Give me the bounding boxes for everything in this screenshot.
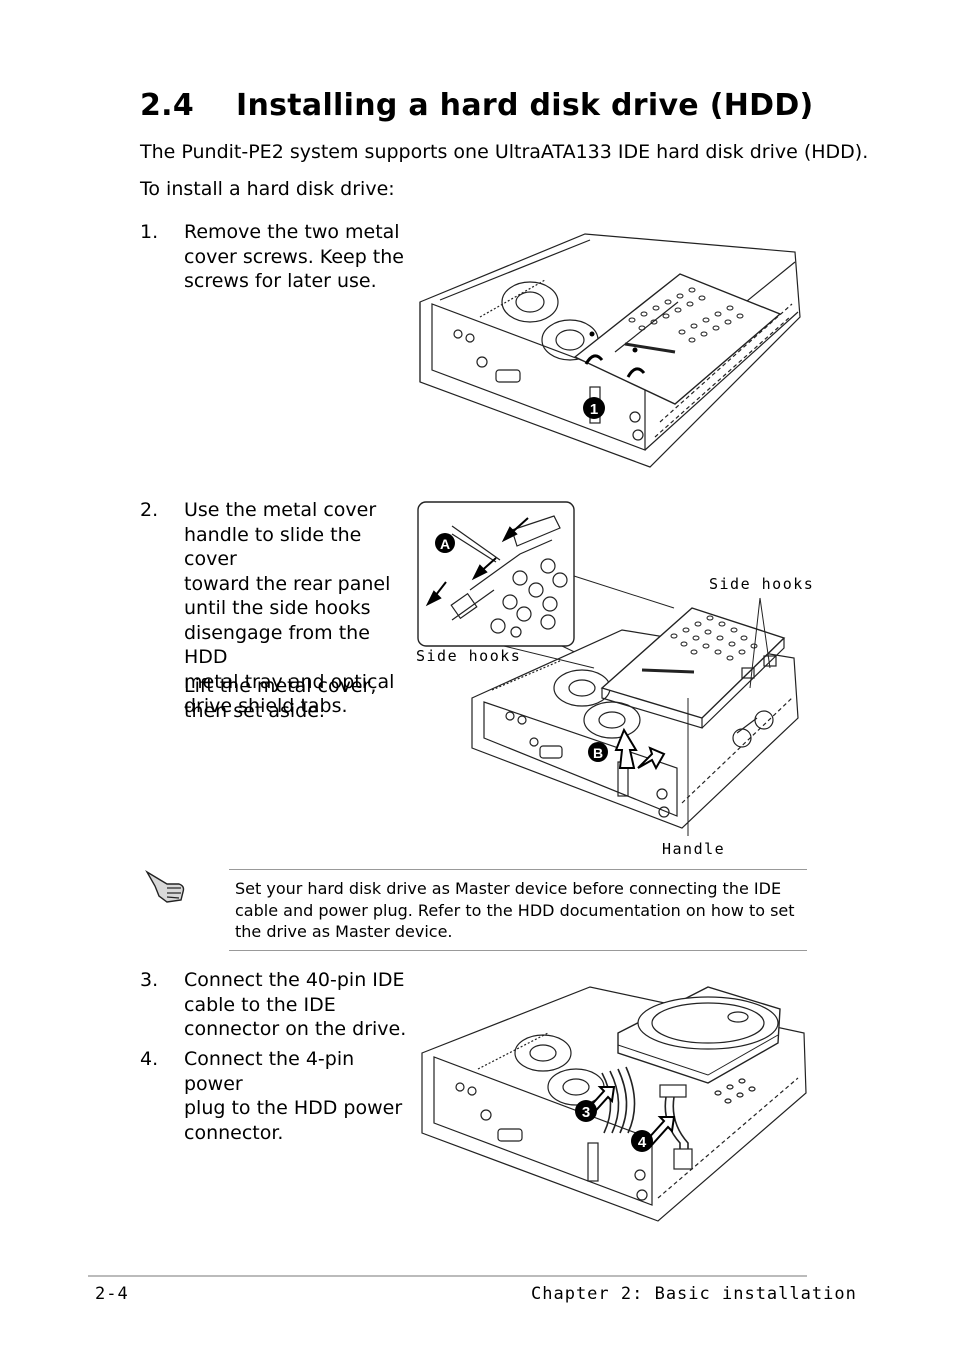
callout-1-marker: [583, 397, 605, 419]
note-bottom-rule: [229, 950, 807, 951]
callout-b-marker: [588, 742, 608, 762]
step-text: Lift the metal cover, then set aside.: [184, 675, 377, 722]
footer-page-number: 2-4: [95, 1284, 129, 1304]
step-number: 1.: [140, 221, 159, 243]
figure-remove-screws: 1: [419, 233, 801, 468]
callout-3-label: 3: [582, 1104, 590, 1121]
step-text: Remove the two metal cover screws. Keep …: [184, 221, 404, 292]
step-number: 3.: [140, 969, 159, 991]
section-title: Installing a hard disk drive (HDD): [236, 88, 814, 123]
callout-4-marker: [631, 1130, 653, 1152]
footer-chapter: Chapter 2: Basic installation: [531, 1284, 857, 1304]
figure-connect-cables: 3 4: [421, 986, 807, 1222]
step-number: 2.: [140, 499, 159, 521]
callout-3-marker: [575, 1100, 597, 1122]
figure-slide-cover: A B: [417, 501, 799, 836]
detail-inset: [417, 501, 575, 647]
side-hooks-label-right: Side hooks: [709, 575, 815, 593]
section-number: 2.4: [140, 88, 195, 123]
note-top-rule: [229, 869, 807, 870]
step-text: Connect the 40-pin IDE cable to the IDE …: [184, 969, 407, 1040]
handle-label: Handle: [662, 840, 726, 858]
side-hooks-label-left: Side hooks: [416, 647, 522, 665]
callout-1-label: 1: [590, 401, 598, 418]
section-heading: 2.4 Installing a hard disk drive (HDD): [140, 88, 814, 123]
note-text: Set your hard disk drive as Master devic…: [235, 879, 795, 941]
pointing-hand-icon: [145, 870, 185, 903]
footer-rule: [88, 1275, 807, 1277]
lead-paragraph: To install a hard disk drive:: [140, 178, 395, 200]
callout-a-label: A: [440, 536, 450, 552]
callout-a-marker: [435, 533, 455, 553]
step-number: 4.: [140, 1048, 159, 1070]
intro-paragraph: The Pundit-PE2 system supports one Ultra…: [140, 141, 869, 163]
step-text: Connect the 4-pin power plug to the HDD …: [184, 1048, 403, 1144]
step-text: Use the metal cover handle to slide the …: [184, 499, 395, 717]
callout-b-label: B: [593, 745, 603, 761]
callout-4-label: 4: [638, 1134, 647, 1151]
